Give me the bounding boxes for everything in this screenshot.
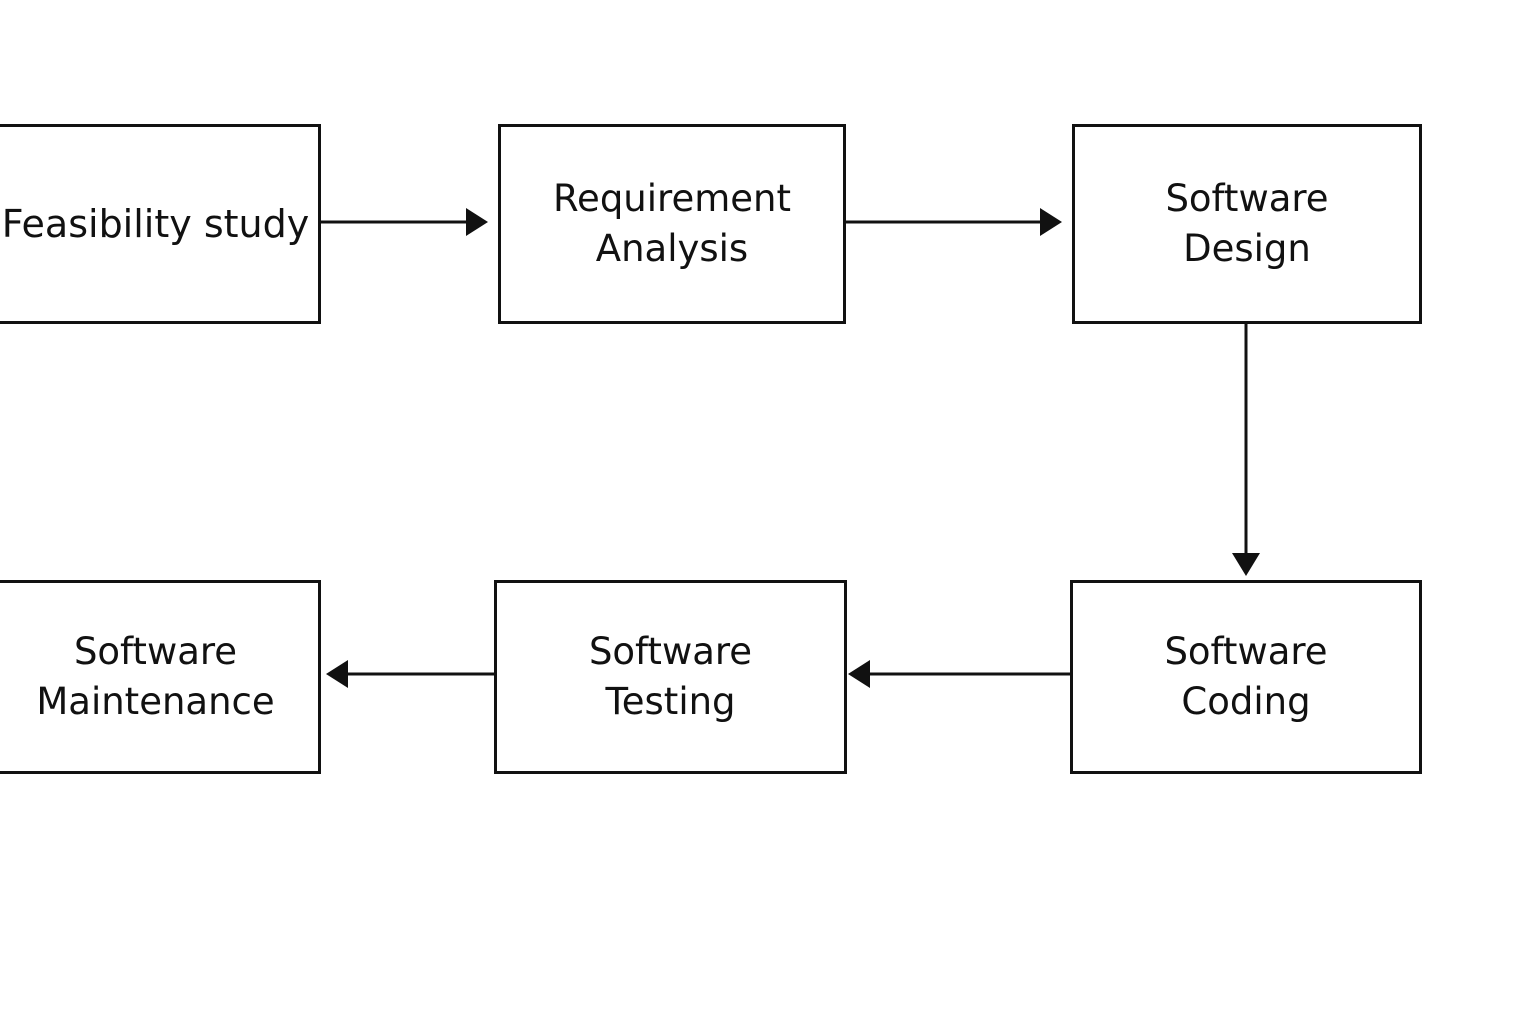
node-software-design: Software Design (1072, 124, 1422, 324)
arrowhead-left-icon (848, 660, 870, 688)
node-requirement-analysis: Requirement Analysis (498, 124, 846, 324)
node-software-testing: Software Testing (494, 580, 847, 774)
node-label-line: Feasibility study (1, 202, 310, 246)
node-label-line: Design (1183, 227, 1311, 270)
node-label-line: Software (1165, 177, 1329, 220)
node-label-line: Software (588, 630, 753, 673)
node-software-coding: Software Coding (1070, 580, 1422, 774)
node-label-line: Coding (1181, 680, 1311, 723)
arrowhead-right-icon (466, 208, 488, 236)
node-feasibility-study: Feasibility study (0, 124, 321, 324)
node-label-line: Requirement (553, 177, 791, 220)
arrowhead-left-icon (326, 660, 348, 688)
node-label-line: Analysis (595, 227, 749, 270)
arrowhead-down-icon (1232, 553, 1260, 576)
arrowhead-right-icon (1040, 208, 1062, 236)
node-label-line: Testing (605, 680, 736, 723)
node-software-maintenance: Software Maintenance (0, 580, 321, 774)
node-label-line: Software (1164, 630, 1328, 673)
node-label-line: Software (73, 630, 238, 673)
node-label-line: Maintenance (36, 680, 275, 723)
